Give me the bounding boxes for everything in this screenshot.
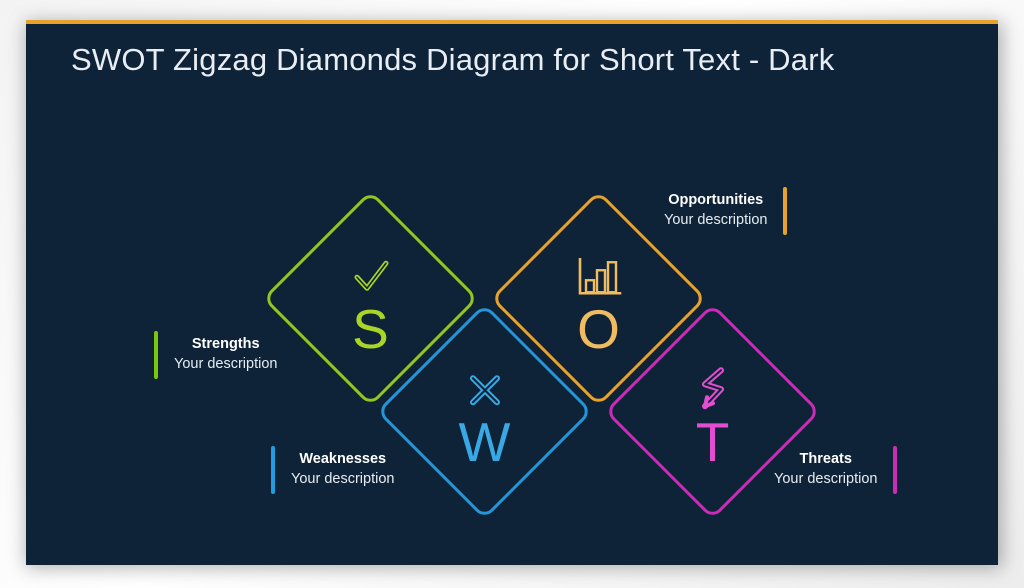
label-opportunities-text: Opportunities Your description [664, 191, 767, 230]
label-strengths-text: Strengths Your description [174, 335, 277, 374]
label-weaknesses-text: Weaknesses Your description [291, 450, 394, 489]
diamond-strengths[interactable]: S [262, 190, 479, 407]
diamond-opportunities[interactable]: O [490, 190, 707, 407]
label-weaknesses-description: Your description [291, 471, 395, 487]
label-opportunities[interactable]: Opportunities Your description [664, 187, 788, 235]
label-opportunities-description: Your description [664, 212, 768, 228]
diamond-letter-threats: T [695, 411, 730, 474]
diamond-weaknesses[interactable]: W [376, 303, 593, 520]
cross-x-icon [462, 361, 508, 413]
diamond-opportunities-content: O [522, 226, 675, 379]
accent-bar-weaknesses [271, 446, 275, 494]
diamond-letter-opportunities: O [577, 298, 620, 361]
diamond-letter-weaknesses: W [458, 411, 511, 474]
label-weaknesses-title: Weaknesses [299, 451, 387, 468]
label-opportunities-title: Opportunities [668, 192, 764, 209]
diamond-strengths-content: S [294, 226, 447, 379]
accent-bar-threats [893, 446, 898, 494]
label-strengths-title: Strengths [191, 336, 260, 353]
diamond-threats[interactable]: T [604, 303, 821, 520]
diamond-threats-content: T [636, 339, 789, 492]
checkmark-icon [347, 248, 395, 300]
label-threats-title: Threats [799, 451, 852, 468]
label-strengths[interactable]: Strengths Your description [154, 331, 277, 379]
accent-bar-opportunities [783, 187, 788, 235]
page-title: SWOT Zigzag Diamonds Diagram for Short T… [71, 42, 835, 77]
label-strengths-description: Your description [174, 356, 278, 372]
slide-canvas: SWOT Zigzag Diamonds Diagram for Short T… [26, 20, 998, 565]
label-threats[interactable]: Threats Your description [774, 446, 898, 494]
label-weaknesses[interactable]: Weaknesses Your description [271, 446, 394, 494]
diamond-letter-strengths: S [352, 298, 389, 361]
label-threats-description: Your description [774, 471, 878, 487]
accent-bar-strengths [154, 331, 158, 379]
diamond-weaknesses-content: W [408, 339, 561, 492]
lightning-bolt-icon [690, 361, 736, 413]
bar-chart-icon [573, 248, 625, 300]
label-threats-text: Threats Your description [774, 450, 877, 489]
